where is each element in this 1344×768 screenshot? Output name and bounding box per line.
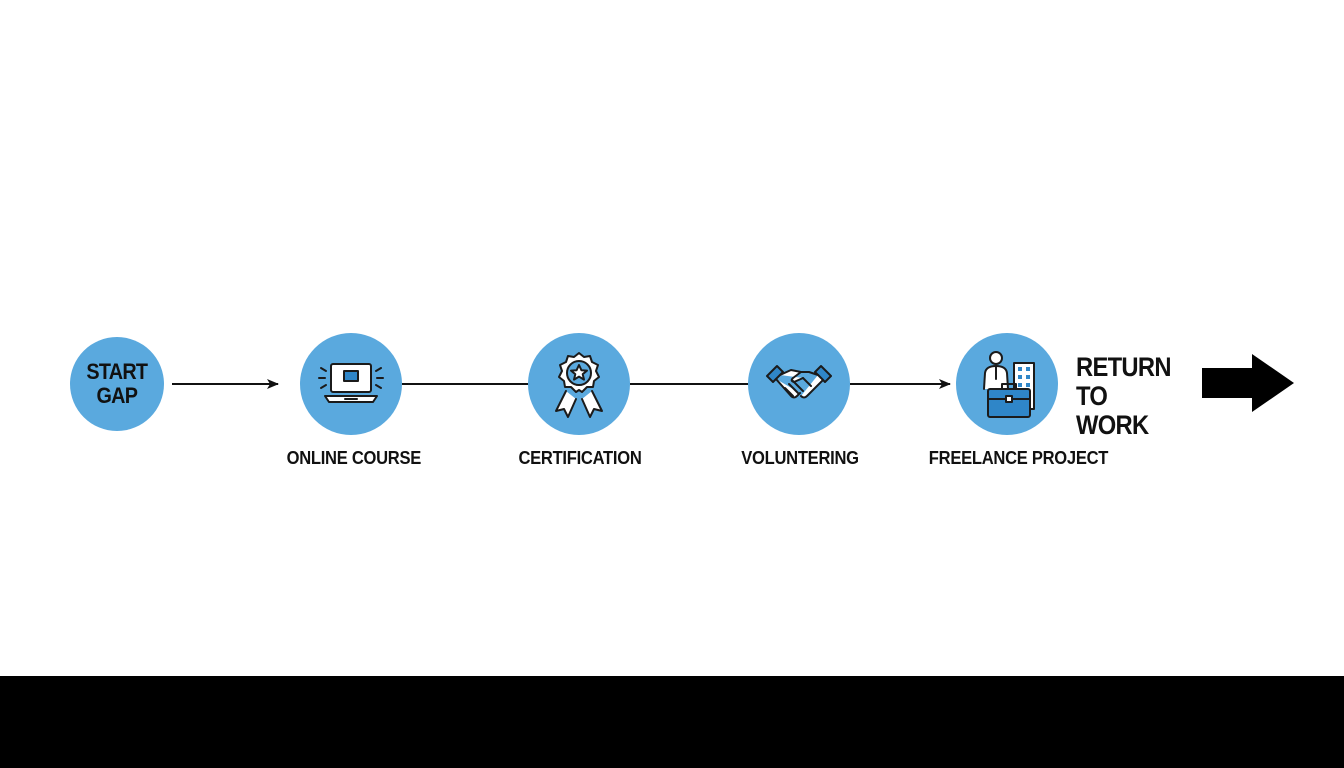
- online-course-label: ONLINE COURSE: [286, 448, 422, 468]
- connector-lines: [172, 379, 951, 389]
- award-rosette-icon: [555, 352, 603, 418]
- return-to-work-line1: RETURN: [1076, 352, 1171, 382]
- certification-node: [528, 333, 630, 435]
- start-gap-label: START GAP: [86, 359, 149, 408]
- start-gap-line2: GAP: [96, 383, 138, 408]
- briefcase-person-icon: [983, 351, 1035, 418]
- arrow-right-icon: [1202, 354, 1294, 412]
- certification-label: CERTIFICATION: [518, 448, 642, 468]
- volunteering-node: [748, 333, 850, 435]
- online-course-node: [300, 333, 402, 435]
- volunteering-label: VOLUNTERING: [741, 448, 859, 468]
- handshake-icon: [766, 365, 832, 399]
- start-gap-line1: START: [86, 359, 149, 384]
- return-to-work-label: RETURN TO WORK: [1076, 353, 1180, 440]
- freelance-project-label: FREELANCE PROJECT: [928, 448, 1109, 468]
- flow-diagram: START GAP ONLINE COURSE: [70, 333, 1294, 468]
- bottom-band: [0, 676, 1344, 768]
- start-gap-node: START GAP: [70, 337, 164, 431]
- freelance-project-node: [956, 333, 1058, 435]
- laptop-icon: [318, 363, 384, 403]
- return-to-work-line2: TO WORK: [1076, 381, 1149, 440]
